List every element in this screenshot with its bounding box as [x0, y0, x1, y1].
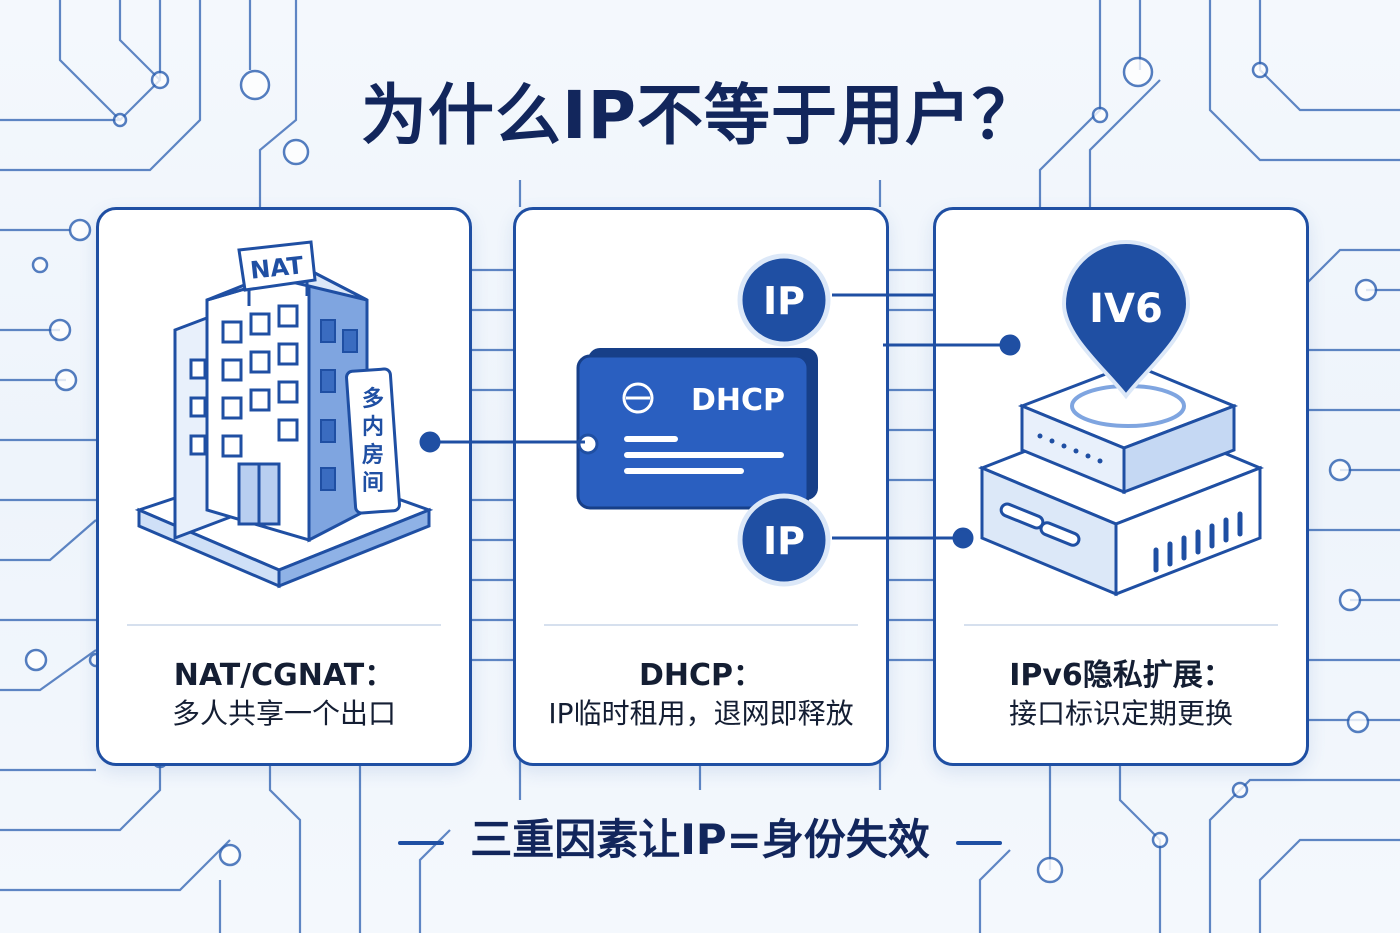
- rooftop-sign-label: NAT: [249, 251, 305, 284]
- footer-text: 三重因素让IP=身份失效: [470, 815, 930, 864]
- side-sign-char-4: 间: [362, 471, 384, 496]
- card-title-dhcp: DHCP：: [638, 658, 763, 693]
- card-title-nat: NAT/CGNAT：: [173, 658, 395, 693]
- side-sign-char-1: 多: [362, 386, 384, 412]
- card-nat: NAT 多 内 房 间 NAT/CGNAT： 多人共享一个出口: [96, 207, 472, 766]
- card-dhcp: DHCP IP IP DHCP： IP临时租用，退网即释放: [513, 207, 889, 766]
- card-divider: [964, 624, 1278, 626]
- card-description-ipv6: 接口标识定期更换: [1008, 697, 1233, 730]
- footer-dash-right: [955, 840, 1002, 845]
- side-sign-char-3: 房: [362, 442, 384, 468]
- card-description-dhcp: IP临时租用，退网即释放: [548, 697, 854, 730]
- router-device-icon: IV6: [977, 240, 1265, 597]
- page-title: 为什么IP不等于用户？: [361, 77, 1039, 154]
- card-divider: [127, 624, 441, 626]
- ipv6-pin-label: IV6: [1089, 286, 1163, 332]
- dhcp-card-label: DHCP: [691, 383, 785, 418]
- card-title-ipv6: IPv6隐私扩展：: [1009, 658, 1233, 693]
- side-sign-char-2: 内: [362, 415, 384, 440]
- ip-badge-bottom: IP: [763, 519, 805, 563]
- card-ipv6: IV6 IPv6隐私扩展： 接口标识定期更换: [933, 207, 1309, 766]
- footer-summary: 三重因素让IP=身份失效: [0, 806, 1400, 867]
- dhcp-card-icon: DHCP IP IP: [576, 253, 831, 587]
- ip-badge-top: IP: [763, 279, 805, 323]
- footer-dash-left: [398, 840, 445, 845]
- card-description-nat: 多人共享一个出口: [171, 697, 396, 730]
- card-divider: [544, 624, 858, 626]
- office-building-icon: NAT 多 内 房 间: [134, 240, 434, 589]
